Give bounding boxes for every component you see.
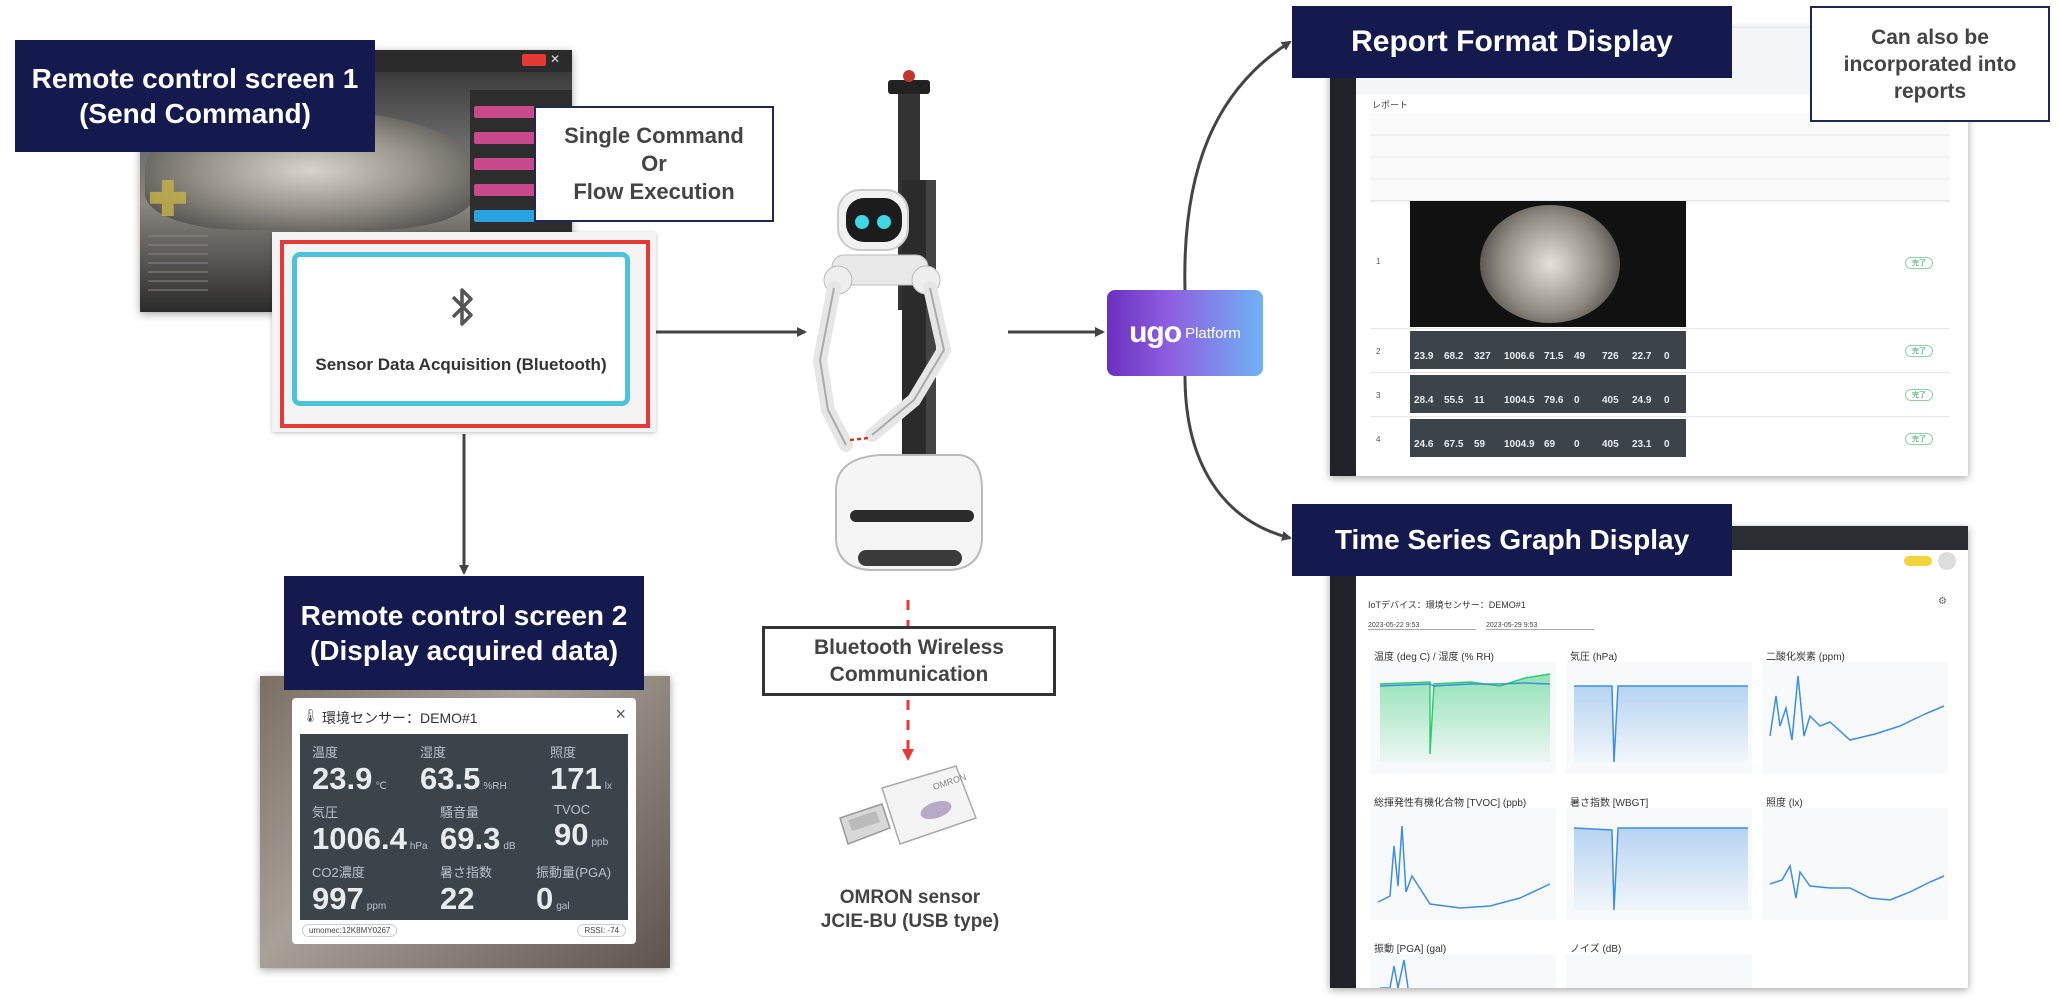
remote-screen-1-label: Remote control screen 1 (Send Command) xyxy=(15,40,375,152)
series-humidity-area xyxy=(1380,674,1550,762)
report-data-strip: 24.6 67.5 59 1004.9 69 0 405 23.1 0 xyxy=(1410,419,1686,457)
series-wbgt-area xyxy=(1574,828,1748,910)
gear-icon[interactable]: ⚙ xyxy=(1938,596,1947,607)
report-meta xyxy=(1370,114,1950,204)
tsg-charts xyxy=(1370,662,1948,988)
thermometer-icon: 🌡 xyxy=(302,708,319,723)
report-row-id: 4 xyxy=(1376,435,1381,444)
report-status-badge: 完了 xyxy=(1905,345,1933,357)
tsg-panel-title: 二酸化炭素 (ppm) xyxy=(1766,652,1845,663)
tsg-panel-bg xyxy=(1762,808,1948,920)
report-row-id: 2 xyxy=(1376,347,1381,356)
single-command-box: Single Command Or Flow Execution xyxy=(534,106,774,222)
tsg-panel-title: 総揮発性有機化合物 [TVOC] (ppb) xyxy=(1374,798,1527,809)
report-row-1: 1 完了 xyxy=(1370,200,1950,331)
series-lux-line xyxy=(1769,863,1945,901)
status-readout xyxy=(148,235,208,295)
tsg-screenshot: IoTデバイス：環境センサー：DEMO#1 2023-05-22 9:53 20… xyxy=(1330,526,1968,988)
ugo-platform-logo: ugo Platform xyxy=(1107,290,1263,376)
report-row-4: 4 24.6 67.5 59 1004.9 69 0 405 23.1 0 完了 xyxy=(1370,416,1950,459)
tsg-panel-title: 暑さ指数 [WBGT] xyxy=(1570,798,1649,809)
sensor-acquisition-label: Sensor Data Acquisition (Bluetooth) xyxy=(315,355,607,374)
tsg-sidebar xyxy=(1330,526,1356,988)
rssi-badge: RSSI: -74 xyxy=(577,924,626,937)
tsg-panel-bg xyxy=(1370,808,1556,920)
platform-text: Platform xyxy=(1185,324,1241,342)
tsg-user-badge xyxy=(1904,556,1932,566)
arrow-platform-to-report xyxy=(1183,40,1292,291)
record-badge xyxy=(522,54,546,66)
close-icon[interactable]: × xyxy=(615,704,626,724)
report-header: レポート xyxy=(1372,100,1409,110)
sensor-acquisition-panel: Sensor Data Acquisition (Bluetooth) xyxy=(272,232,656,432)
tsg-panel-bg xyxy=(1370,954,1556,988)
tsg-panel-title: 振動 [PGA] (gal) xyxy=(1374,944,1447,955)
report-data-strip: 23.9 68.2 327 1006.6 71.5 49 726 22.7 0 xyxy=(1410,331,1686,369)
also-report-box: Can also be incorporated into reports xyxy=(1810,6,2050,122)
tsg-panel-bg xyxy=(1762,662,1948,774)
report-row-id: 3 xyxy=(1376,391,1381,400)
tsg-breadcrumb: IoTデバイス：環境センサー：DEMO#1 xyxy=(1368,600,1526,610)
tsg-date-to[interactable]: 2023-05-29 9:53 xyxy=(1486,622,1594,630)
bluetooth-icon xyxy=(451,288,473,326)
device-id-badge: umomec:12K8MY0267 xyxy=(302,924,398,937)
report-status-badge: 完了 xyxy=(1905,433,1933,445)
report-row-3: 3 28.4 55.5 11 1004.5 79.6 0 405 24.9 0 … xyxy=(1370,372,1950,415)
series-humidity-line xyxy=(1379,673,1551,755)
close-icon[interactable]: ✕ xyxy=(550,52,561,66)
series-tvoc-line xyxy=(1377,825,1551,909)
arrow-platform-to-tsg xyxy=(1183,375,1292,541)
report-status-badge: 完了 xyxy=(1905,257,1933,269)
report-data-strip: 28.4 55.5 11 1004.5 79.6 0 405 24.9 0 xyxy=(1410,375,1686,413)
report-fisheye-image xyxy=(1410,201,1686,327)
report-row-2: 2 23.9 68.2 327 1006.6 71.5 49 726 22.7 … xyxy=(1370,328,1950,371)
report-format-label: Report Format Display xyxy=(1292,6,1732,78)
tsg-date-from[interactable]: 2023-05-22 9:53 xyxy=(1368,622,1476,630)
series-pressure-area xyxy=(1574,686,1748,762)
tsg-panel-title: 温度 (deg C) / 湿度 (% RH) xyxy=(1374,652,1495,663)
ugo-logo-text: ugo xyxy=(1129,316,1182,349)
series-pressure-line xyxy=(1574,685,1748,763)
red-highlight xyxy=(280,240,650,428)
report-sidebar xyxy=(1330,28,1356,476)
env-sensor-title: 環境センサー：DEMO#1 xyxy=(322,710,478,726)
sensor-acquisition-button[interactable]: Sensor Data Acquisition (Bluetooth) xyxy=(292,252,630,406)
series-co2-line xyxy=(1769,675,1945,741)
tsg-panel-title: ノイズ (dB) xyxy=(1570,944,1622,955)
bluetooth-comm-box: Bluetooth Wireless Communication xyxy=(762,626,1056,696)
tsg-panel-title: 気圧 (hPa) xyxy=(1570,652,1618,663)
report-row-id: 1 xyxy=(1376,257,1381,266)
series-wbgt-line xyxy=(1573,827,1748,911)
series-temp-line xyxy=(1379,682,1551,687)
tsg-panel-title: 照度 (lx) xyxy=(1766,798,1803,809)
tsg-panel-bg xyxy=(1566,954,1752,988)
avatar[interactable] xyxy=(1938,552,1956,570)
remote-screen-2-label: Remote control screen 2 (Display acquire… xyxy=(284,576,644,690)
omron-usb-sensor: OMRON xyxy=(839,765,977,845)
ugo-robot xyxy=(812,70,983,571)
time-series-label: Time Series Graph Display xyxy=(1292,504,1732,576)
series-pga-line xyxy=(1380,959,1409,988)
omron-sensor-label: OMRON sensor JCIE-BU (USB type) xyxy=(820,887,1000,932)
report-status-badge: 完了 xyxy=(1905,389,1933,401)
